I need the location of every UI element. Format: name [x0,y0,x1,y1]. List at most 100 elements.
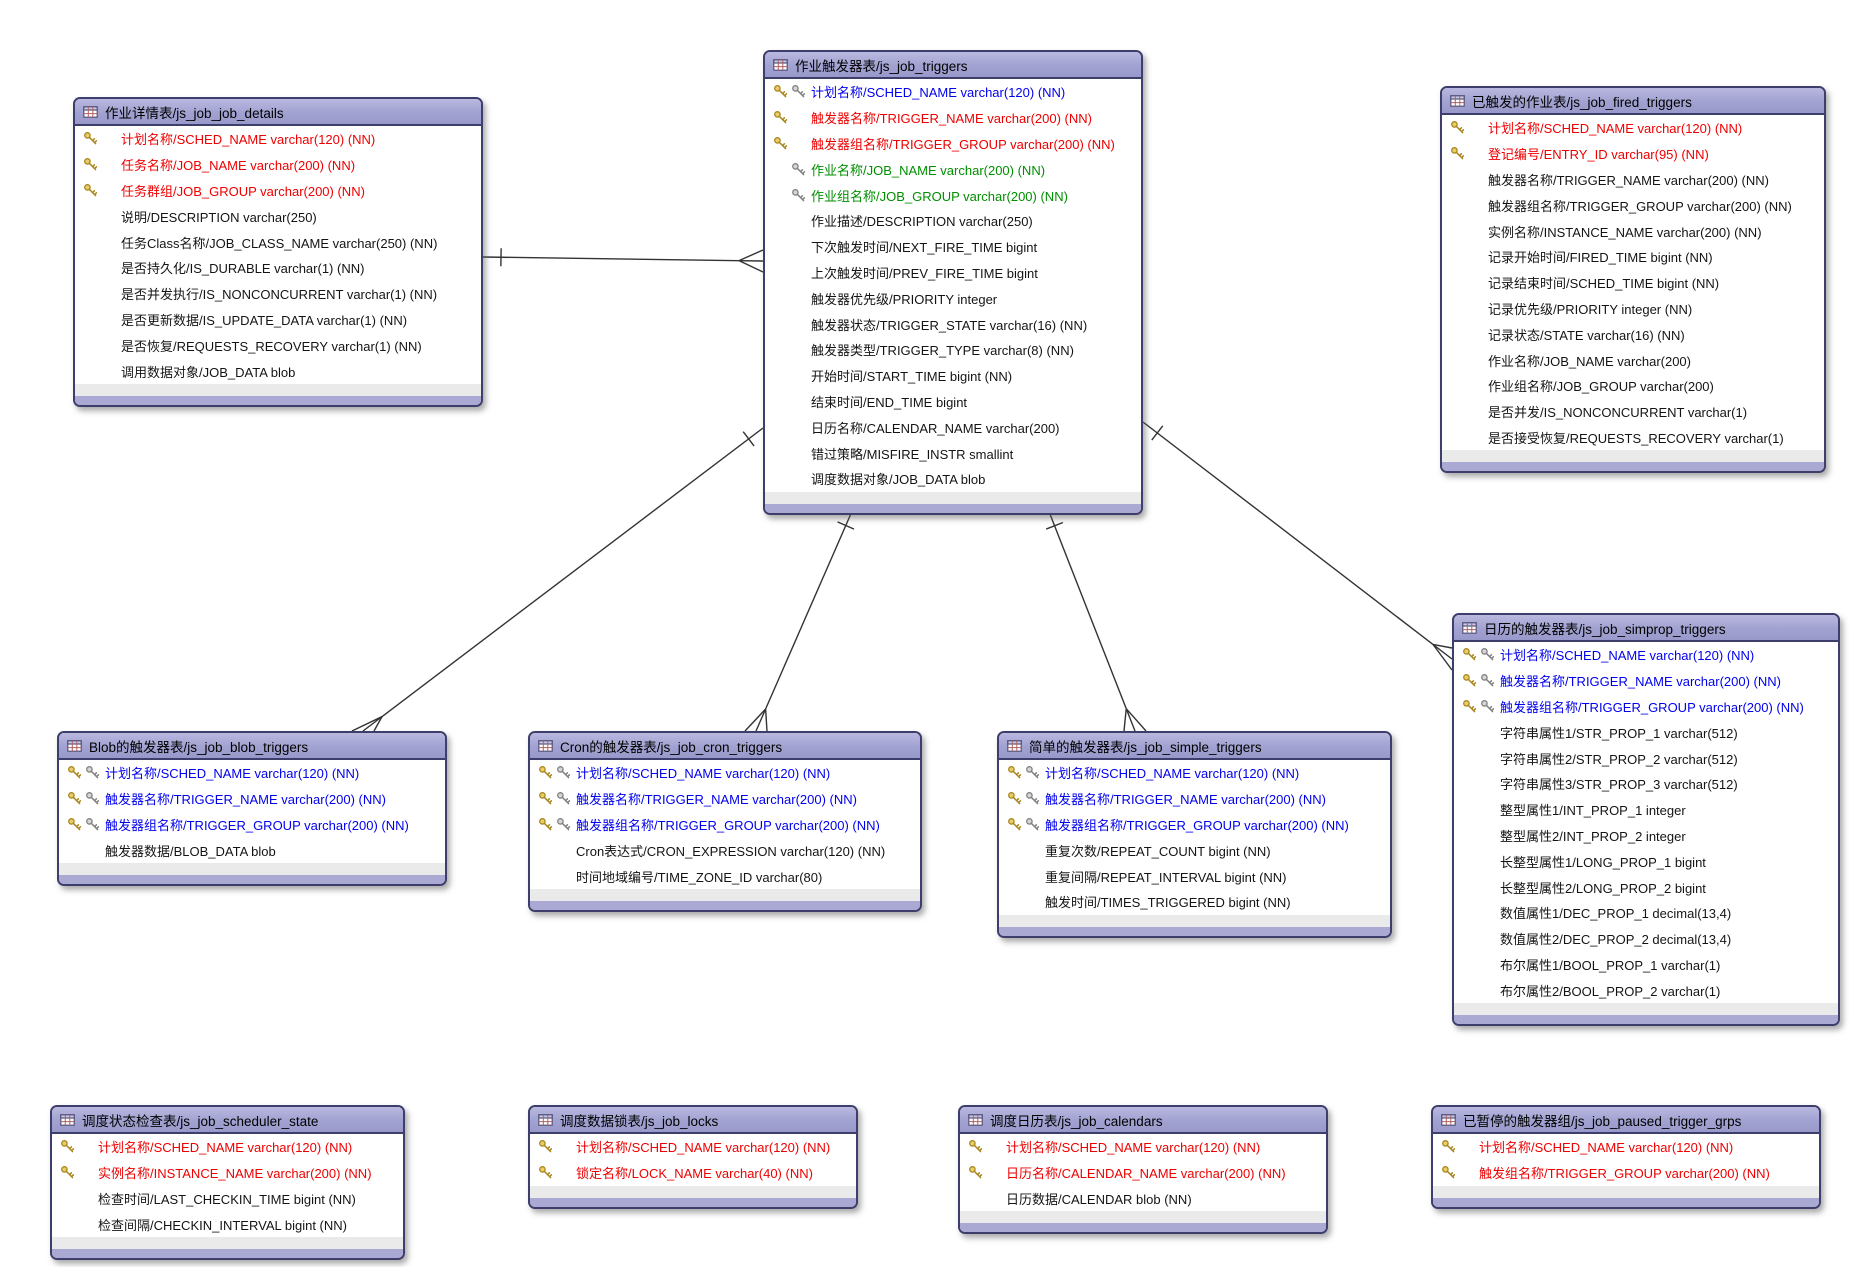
field-row[interactable]: 触发器名称/TRIGGER_NAME varchar(200) (NN) [59,786,445,812]
connector-job-details-to-triggers[interactable] [482,248,764,273]
field-row[interactable]: 任务群组/JOB_GROUP varchar(200) (NN) [75,178,481,204]
field-row[interactable]: 长整型属性1/LONG_PROP_1 bigint [1454,848,1838,874]
field-row[interactable]: 说明/DESCRIPTION varchar(250) [75,203,481,229]
field-row[interactable]: 作业名称/JOB_NAME varchar(200) [1442,347,1824,373]
field-row[interactable]: 作业名称/JOB_NAME varchar(200) (NN) [765,156,1141,182]
table-header[interactable]: Cron的触发器表/js_job_cron_triggers [530,733,920,760]
field-row[interactable]: 检查时间/LAST_CHECKIN_TIME bigint (NN) [52,1186,403,1212]
field-row[interactable]: 计划名称/SCHED_NAME varchar(120) (NN) [59,760,445,786]
field-row[interactable]: 触发器名称/TRIGGER_NAME varchar(200) (NN) [1442,167,1824,193]
field-row[interactable]: 记录优先级/PRIORITY integer (NN) [1442,296,1824,322]
table-header[interactable]: Blob的触发器表/js_job_blob_triggers [59,733,445,760]
field-row[interactable]: 计划名称/SCHED_NAME varchar(120) (NN) [765,79,1141,105]
field-row[interactable]: 触发器类型/TRIGGER_TYPE varchar(8) (NN) [765,337,1141,363]
field-row[interactable]: 计划名称/SCHED_NAME varchar(120) (NN) [1433,1134,1819,1160]
field-row[interactable]: 上次触发时间/PREV_FIRE_TIME bigint [765,260,1141,286]
field-row[interactable]: 时间地域编号/TIME_ZONE_ID varchar(80) [530,863,920,889]
field-row[interactable]: 触发组名称/TRIGGER_GROUP varchar(200) (NN) [1433,1160,1819,1186]
field-row[interactable]: 记录开始时间/FIRED_TIME bigint (NN) [1442,244,1824,270]
field-row[interactable]: 是否接受恢复/REQUESTS_RECOVERY varchar(1) [1442,425,1824,451]
field-row[interactable]: 结束时间/END_TIME bigint [765,389,1141,415]
field-row[interactable]: 触发器组名称/TRIGGER_GROUP varchar(200) (NN) [999,812,1390,838]
field-row[interactable]: 日历数据/CALENDAR blob (NN) [960,1186,1326,1212]
field-row[interactable]: 计划名称/SCHED_NAME varchar(120) (NN) [530,760,920,786]
field-row[interactable]: 作业组名称/JOB_GROUP varchar(200) (NN) [765,182,1141,208]
field-row[interactable]: 任务名称/JOB_NAME varchar(200) (NN) [75,152,481,178]
connector-triggers-to-cron-triggers[interactable] [744,508,855,732]
field-row[interactable]: 下次触发时间/NEXT_FIRE_TIME bigint [765,234,1141,260]
field-row[interactable]: 计划名称/SCHED_NAME varchar(120) (NN) [52,1134,403,1160]
field-row[interactable]: 实例名称/INSTANCE_NAME varchar(200) (NN) [52,1160,403,1186]
table-header[interactable]: 简单的触发器表/js_job_simple_triggers [999,733,1390,760]
field-row[interactable]: 触发器组名称/TRIGGER_GROUP varchar(200) (NN) [1454,694,1838,720]
field-row[interactable]: 触发器名称/TRIGGER_NAME varchar(200) (NN) [999,786,1390,812]
field-row[interactable]: 布尔属性1/BOOL_PROP_1 varchar(1) [1454,952,1838,978]
field-row[interactable]: 数值属性1/DEC_PROP_1 decimal(13,4) [1454,900,1838,926]
field-row[interactable]: 实例名称/INSTANCE_NAME varchar(200) (NN) [1442,218,1824,244]
table-header[interactable]: 调度状态检查表/js_job_scheduler_state [52,1107,403,1134]
field-row[interactable]: 调用数据对象/JOB_DATA blob [75,358,481,384]
table-header[interactable]: 作业详情表/js_job_job_details [75,99,481,126]
field-row[interactable]: 触发器组名称/TRIGGER_GROUP varchar(200) (NN) [765,131,1141,157]
table-header[interactable]: 已触发的作业表/js_job_fired_triggers [1442,88,1824,115]
field-row[interactable]: 作业描述/DESCRIPTION varchar(250) [765,208,1141,234]
table-header[interactable]: 日历的触发器表/js_job_simprop_triggers [1454,615,1838,642]
field-row[interactable]: 布尔属性2/BOOL_PROP_2 varchar(1) [1454,977,1838,1003]
field-row[interactable]: 触发器组名称/TRIGGER_GROUP varchar(200) (NN) [530,812,920,838]
field-row[interactable]: 是否恢复/REQUESTS_RECOVERY varchar(1) (NN) [75,332,481,358]
field-row[interactable]: 锁定名称/LOCK_NAME varchar(40) (NN) [530,1160,856,1186]
field-row[interactable]: 触发器优先级/PRIORITY integer [765,285,1141,311]
field-row[interactable]: 计划名称/SCHED_NAME varchar(120) (NN) [530,1134,856,1160]
field-row[interactable]: Cron表达式/CRON_EXPRESSION varchar(120) (NN… [530,837,920,863]
field-row[interactable]: 计划名称/SCHED_NAME varchar(120) (NN) [75,126,481,152]
table-header[interactable]: 已暂停的触发器组/js_job_paused_trigger_grps [1433,1107,1819,1134]
field-row[interactable]: 日历名称/CALENDAR_NAME varchar(200) (NN) [960,1160,1326,1186]
field-row[interactable]: 日历名称/CALENDAR_NAME varchar(200) [765,414,1141,440]
field-row[interactable]: 任务Class名称/JOB_CLASS_NAME varchar(250) (N… [75,229,481,255]
field-row[interactable]: 是否持久化/IS_DURABLE varchar(1) (NN) [75,255,481,281]
field-row[interactable]: 记录结束时间/SCHED_TIME bigint (NN) [1442,270,1824,296]
field-row[interactable]: 触发器数据/BLOB_DATA blob [59,837,445,863]
field-row[interactable]: 检查间隔/CHECKIN_INTERVAL bigint (NN) [52,1211,403,1237]
field-row[interactable]: 触发器状态/TRIGGER_STATE varchar(16) (NN) [765,311,1141,337]
field-row[interactable]: 计划名称/SCHED_NAME varchar(120) (NN) [960,1134,1326,1160]
field-row[interactable]: 开始时间/START_TIME bigint (NN) [765,363,1141,389]
field-row[interactable]: 触发器组名称/TRIGGER_GROUP varchar(200) (NN) [1442,192,1824,218]
table-header[interactable]: 作业触发器表/js_job_triggers [765,52,1141,79]
field-row[interactable]: 是否更新数据/IS_UPDATE_DATA varchar(1) (NN) [75,307,481,333]
field-row[interactable]: 记录状态/STATE varchar(16) (NN) [1442,321,1824,347]
field-row[interactable]: 长整型属性2/LONG_PROP_2 bigint [1454,874,1838,900]
field-row[interactable]: 触发器名称/TRIGGER_NAME varchar(200) (NN) [1454,668,1838,694]
field-row[interactable]: 是否并发执行/IS_NONCONCURRENT varchar(1) (NN) [75,281,481,307]
field-row[interactable]: 是否并发/IS_NONCONCURRENT varchar(1) [1442,399,1824,425]
field-row[interactable]: 登记编号/ENTRY_ID varchar(95) (NN) [1442,141,1824,167]
connector-triggers-to-simprop-triggers[interactable] [1142,421,1453,671]
field-row[interactable]: 触发器名称/TRIGGER_NAME varchar(200) (NN) [530,786,920,812]
field-row[interactable]: 字符串属性3/STR_PROP_3 varchar(512) [1454,771,1838,797]
field-row[interactable]: 错过策略/MISFIRE_INSTR smallint [765,440,1141,466]
field-row[interactable]: 整型属性2/INT_PROP_2 integer [1454,823,1838,849]
field-row[interactable]: 触发时间/TIMES_TRIGGERED bigint (NN) [999,889,1390,915]
field-row[interactable]: 字符串属性2/STR_PROP_2 varchar(512) [1454,745,1838,771]
connector-triggers-to-simple-triggers[interactable] [1045,508,1147,732]
field-row[interactable]: 作业组名称/JOB_GROUP varchar(200) [1442,373,1824,399]
table-header[interactable]: 调度日历表/js_job_calendars [960,1107,1326,1134]
field-row[interactable]: 重复次数/REPEAT_COUNT bigint (NN) [999,837,1390,863]
field-row[interactable]: 调度数据对象/JOB_DATA blob [765,466,1141,492]
connector-triggers-to-blob-triggers[interactable] [351,427,764,732]
field-row[interactable]: 重复间隔/REPEAT_INTERVAL bigint (NN) [999,863,1390,889]
table-header[interactable]: 调度数据锁表/js_job_locks [530,1107,856,1134]
field-row[interactable]: 整型属性1/INT_PROP_1 integer [1454,797,1838,823]
field-row[interactable]: 触发器组名称/TRIGGER_GROUP varchar(200) (NN) [59,812,445,838]
